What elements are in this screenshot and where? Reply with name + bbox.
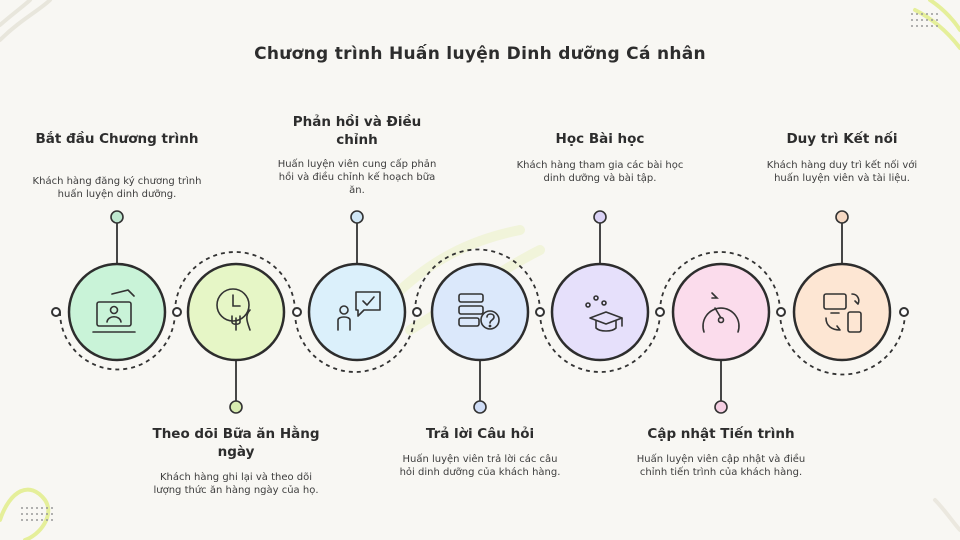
arc-4 <box>414 248 541 313</box>
dot-grid-bottom-left <box>21 507 53 521</box>
step-title-2: Theo dõi Bữa ăn Hằng ngày <box>152 426 320 460</box>
step-circle <box>430 262 530 362</box>
step-node-1 <box>67 210 167 362</box>
step-circle <box>307 262 407 362</box>
question-database-icon <box>458 293 500 330</box>
step-title-3: Phản hồi và Điều chỉnh <box>292 114 422 148</box>
dot-grid-top-right <box>911 13 938 27</box>
step-description-6: Huấn luyện viên cập nhật và điều chỉnh t… <box>636 454 806 478</box>
step-node-6 <box>671 262 771 414</box>
step-circle <box>792 262 892 362</box>
scribble-top-right <box>913 0 960 50</box>
step-title-7: Duy trì Kết nối <box>786 131 898 147</box>
step-title-4: Trả lời Câu hỏi <box>425 426 535 442</box>
arc-1 <box>59 311 176 371</box>
step-description-4: Huấn luyện viên trả lời các câu hỏi dinh… <box>399 454 561 478</box>
arc-5 <box>539 311 661 373</box>
scribble-bottom-left <box>0 487 51 540</box>
step-marker-dot <box>473 400 487 414</box>
step-description-5: Khách hàng tham gia các bài học dinh dưỡ… <box>516 160 684 184</box>
arc-6 <box>659 251 781 313</box>
scribble-top-left <box>0 0 52 42</box>
progress-gauge-icon <box>702 292 740 333</box>
step-marker-dot <box>350 210 364 224</box>
step-marker-dot <box>835 210 849 224</box>
step-description-1: Khách hàng đăng ký chương trình huấn luy… <box>32 176 202 200</box>
step-description-7: Khách hàng duy trì kết nối với huấn luyệ… <box>766 160 918 184</box>
online-registration-icon <box>92 289 136 333</box>
step-description-3: Huấn luyện viên cung cấp phản hồi và điề… <box>277 159 437 196</box>
graduation-cap-icon <box>585 295 623 332</box>
step-marker-dot <box>593 210 607 224</box>
step-node-2 <box>186 262 286 414</box>
step-node-7 <box>792 210 892 362</box>
step-marker-dot <box>110 210 124 224</box>
step-description-2: Khách hàng ghi lại và theo dõi lượng thứ… <box>153 472 319 496</box>
diagram-title: Chương trình Huấn luyện Dinh dưỡng Cá nh… <box>254 44 706 64</box>
arc-3 <box>294 311 416 373</box>
devices-sync-icon <box>823 293 862 333</box>
meal-clock-icon <box>216 288 251 331</box>
step-marker-dot <box>714 400 728 414</box>
step-circle <box>550 262 650 362</box>
step-node-4 <box>430 262 530 414</box>
step-circle <box>671 262 771 362</box>
arc-2 <box>174 251 296 313</box>
step-circle <box>186 262 286 362</box>
arc-7 <box>779 311 906 376</box>
step-title-6: Cập nhật Tiến trình <box>647 426 795 442</box>
step-marker-dot <box>229 400 243 414</box>
feedback-person-icon <box>337 291 381 331</box>
step-node-3 <box>307 210 407 362</box>
flow-connectors <box>59 248 906 376</box>
step-node-5 <box>550 210 650 362</box>
step-title-1: Bắt đầu Chương trình <box>35 131 199 147</box>
step-title-5: Học Bài học <box>555 131 645 147</box>
scribble-bottom-right <box>933 498 960 532</box>
flow-junction-dots <box>51 307 909 317</box>
